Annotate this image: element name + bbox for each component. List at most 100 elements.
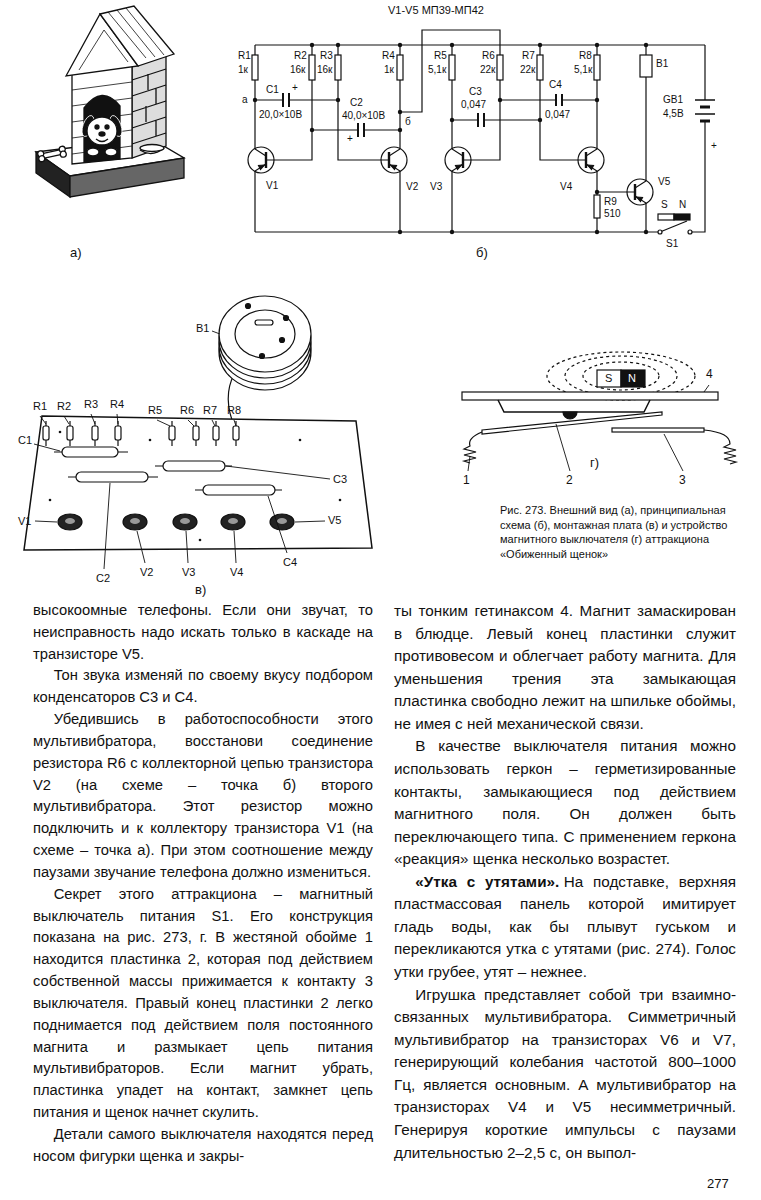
circuit-board-drawing xyxy=(49,499,52,502)
figure-caption: Рис. 273. Внешний вид (а), принципиальна… xyxy=(500,503,748,561)
schematic xyxy=(594,195,600,218)
schematic xyxy=(644,230,648,234)
figure-letter: б) xyxy=(476,246,488,261)
callout-label: R2 xyxy=(57,400,71,413)
schematic xyxy=(658,214,674,220)
schematic xyxy=(620,172,653,212)
callout-label: V4 xyxy=(230,566,243,579)
magnetic-switch-drawing xyxy=(621,370,645,387)
component-value: 5,1к xyxy=(574,64,592,76)
schematic xyxy=(450,118,454,122)
circuit-board-drawing xyxy=(280,338,285,343)
callout-label: R3 xyxy=(84,398,98,411)
circuit-board-drawing xyxy=(24,416,372,550)
puppy-house-illustration xyxy=(96,139,108,142)
schematic xyxy=(397,55,403,80)
schematic xyxy=(338,45,374,160)
schematic xyxy=(310,43,314,47)
circuit-board-drawing xyxy=(58,514,82,530)
circuit-board-drawing xyxy=(163,461,225,471)
schematic xyxy=(358,123,364,137)
component-ref: R1 xyxy=(238,50,251,62)
body-text: ты тонким гетинаксом 4. Магнит замаскиро… xyxy=(394,602,736,732)
schematic xyxy=(336,98,340,102)
callout-label: C1 xyxy=(18,434,32,447)
magnetic-switch-drawing xyxy=(583,362,659,390)
section-heading: «Утка с утятами». xyxy=(415,873,559,890)
puppy-house-illustration xyxy=(72,82,132,154)
leader-line xyxy=(704,385,709,392)
schematic xyxy=(688,230,692,234)
schematic xyxy=(253,43,648,234)
callout-label: C2 xyxy=(96,572,110,585)
circuit-board-drawing xyxy=(130,518,140,524)
component-ref: R2 xyxy=(294,50,307,62)
schematic xyxy=(556,94,562,106)
callout-label: R8 xyxy=(227,404,241,417)
polarity-mark: + xyxy=(292,82,298,94)
schematic xyxy=(400,30,500,112)
puppy-house-illustration xyxy=(105,148,117,156)
body-paragraph: «Утка с утятами».На подставке, верхняя п… xyxy=(394,871,736,984)
circuit-board-drawing xyxy=(46,421,236,446)
magnetic-switch-drawing xyxy=(462,352,736,471)
schematic xyxy=(398,128,402,132)
component-ref: V1 xyxy=(266,180,278,192)
polarity-mark: + xyxy=(347,133,353,145)
schematic xyxy=(640,55,652,77)
puppy-house-illustration xyxy=(140,145,164,152)
schematic xyxy=(595,98,599,102)
puppy-house-illustration xyxy=(37,146,67,163)
figure-letter: а) xyxy=(70,246,82,261)
puppy-house-illustration xyxy=(100,6,174,66)
schematic xyxy=(252,55,652,218)
callout-label: V2 xyxy=(140,566,153,579)
magnet-pole: S xyxy=(661,199,668,211)
circuit-board-drawing xyxy=(339,499,342,502)
schematic xyxy=(248,30,715,234)
callout-label: R7 xyxy=(203,404,217,417)
magnetic-switch-drawing xyxy=(565,356,677,396)
magnetic-switch-drawing xyxy=(464,432,482,463)
leader-line xyxy=(104,483,287,569)
body-paragraph: В качестве выключателя питания можно исп… xyxy=(394,735,736,870)
circuit-board-drawing xyxy=(199,539,202,542)
callout-label: R5 xyxy=(148,404,162,417)
circuit-board-drawing xyxy=(203,485,275,495)
circuit-board-drawing xyxy=(173,514,197,530)
callout-number: 2 xyxy=(566,474,573,488)
schematic xyxy=(594,55,600,80)
component-ref: R8 xyxy=(579,50,592,62)
component-value: 40,0×10В xyxy=(342,110,385,122)
component-value: 510 xyxy=(604,208,621,220)
component-ref: R3 xyxy=(320,50,333,62)
component-ref: V4 xyxy=(560,181,572,193)
magnet-pole: S xyxy=(605,372,612,385)
component-value: 1к xyxy=(238,64,248,76)
puppy-house-illustration xyxy=(132,52,166,158)
circuit-board-drawing xyxy=(284,316,289,321)
node-label: а xyxy=(242,94,248,106)
schematic xyxy=(281,45,312,160)
puppy-house-illustration xyxy=(36,152,70,197)
circuit-board-drawing xyxy=(219,296,311,372)
magnetic-switch-drawing xyxy=(597,370,621,387)
component-ref: V3 xyxy=(430,181,442,193)
body-paragraph: высокоомные телефоны. Если они звучат, т… xyxy=(33,600,373,665)
component-ref: C3 xyxy=(469,86,482,98)
callout-label: V3 xyxy=(182,566,195,579)
figure-letter: в) xyxy=(195,583,206,598)
circuit-board-drawing xyxy=(270,514,294,530)
circuit-board-drawing xyxy=(92,426,98,440)
puppy-house-illustration xyxy=(84,95,120,162)
body-text: В качестве выключателя питания можно исп… xyxy=(394,737,736,867)
callout-number: 3 xyxy=(679,474,686,488)
schematic xyxy=(336,43,340,47)
circuit-board-drawing xyxy=(59,431,62,434)
leader-line xyxy=(212,331,220,334)
leader-line xyxy=(34,331,330,569)
schematic xyxy=(398,230,402,234)
callout-label: R4 xyxy=(110,398,124,411)
component-ref: R9 xyxy=(604,196,617,208)
